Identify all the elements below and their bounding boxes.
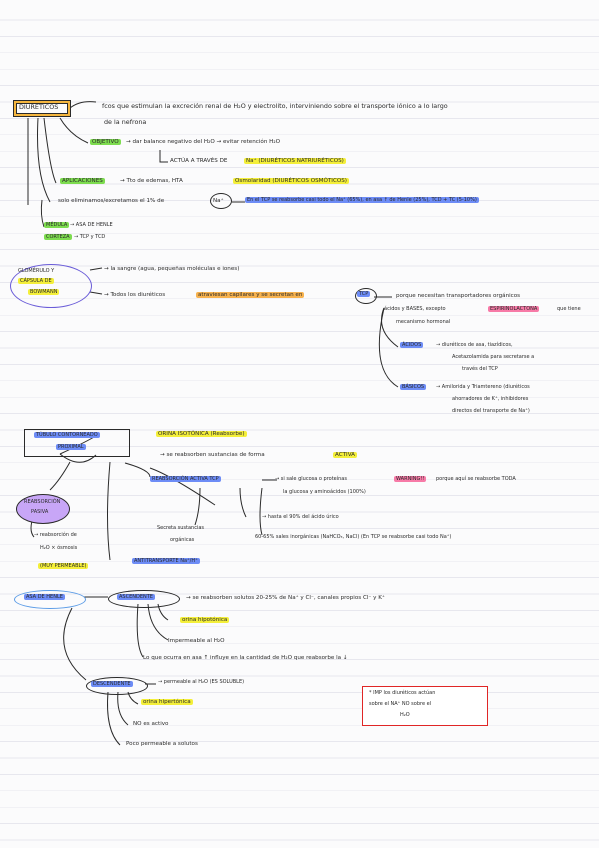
- reabsorcion-pasiva-1: REABSORCIÓN: [24, 499, 61, 505]
- glomerulo-line-1: → la sangre (agua, pequeñas moléculas e …: [104, 266, 240, 272]
- tubulo-title-2: PROXIMAL: [56, 444, 86, 450]
- basicos-label: BÁSICOS: [400, 384, 427, 390]
- reabsorcion-pasiva-oval: [16, 494, 70, 524]
- acidos-text-3: través del TCP: [462, 366, 498, 372]
- tubulo-title-1: TÚBULO CONTORNEADO: [34, 432, 100, 438]
- glomerulo-right-2b: que tiene: [557, 306, 581, 312]
- glomerulo-title-3: BOWMANN: [28, 289, 60, 295]
- secreta-text-2: orgánicas: [170, 537, 195, 543]
- muy-permeable-label: (MUY PERMEABLE): [38, 563, 89, 569]
- glomerulo-right-3: mecanismo hormonal: [396, 319, 451, 325]
- aplicaciones-label: APLICACIONES: [60, 178, 105, 184]
- glomerulo-title-oval: [10, 264, 92, 308]
- glomerulo-line-2: → Todos los diuréticos: [104, 292, 166, 298]
- acido-urico-text: → hasta el 90% del ácido úrico: [262, 514, 339, 520]
- acidos-text-1: → diuréticos de asa, tiazídicos,: [436, 342, 513, 348]
- pasiva-text-2: H₂O × ósmosis: [40, 545, 78, 551]
- glucosa-text-pre: → si sale glucosa o proteínas: [275, 476, 347, 482]
- secreta-text-1: Secreta sustancias: [157, 525, 205, 531]
- diureticos-title-inner: [16, 103, 68, 114]
- sales-text: 60-65% sales inorgánicas (NaHCO₃, NaCl) …: [255, 534, 452, 540]
- antitransporte-label: ANTITRANSPORTE Na⁺/H⁺: [132, 558, 200, 564]
- imp-note-2: sobre el NA⁺ NO sobre el: [369, 701, 432, 707]
- no-activo-text: NO es activo: [133, 721, 169, 727]
- acidos-label: ÁCIDOS: [400, 342, 424, 348]
- glomerulo-right-2a: ácidos y BASES, excepto: [384, 306, 446, 312]
- warning-label: WARNING!!: [394, 476, 427, 482]
- imp-note-box: [362, 686, 488, 726]
- tubulo-title-box: [24, 429, 130, 457]
- glomerulo-title-1: GLOMÉRULO Y: [18, 268, 55, 274]
- na-circle: [210, 193, 232, 209]
- glomerulo-line-2-hl: atraviesan capilares y se secretan en: [196, 292, 305, 298]
- acidos-text-2: Acetazolamida para secretarse a: [452, 354, 535, 360]
- poco-permeable-text: Poco permeable a solutos: [126, 741, 198, 747]
- actua-value: Na⁺ (DIURÉTICOS NATRIURÉTICOS): [244, 158, 346, 164]
- descendente-label: DESCENDENTE: [91, 681, 133, 687]
- orina-hipertonica: orina hipertónica: [141, 699, 193, 705]
- pasiva-text-1: → reabsorción de: [34, 532, 77, 538]
- espironolactona-label: ESPIRINOLACTONA: [488, 306, 540, 312]
- na-label: Na⁺: [213, 198, 224, 204]
- corteza-label: CORTEZA: [44, 234, 72, 240]
- glomerulo-title-2: CÁPSULA DE: [18, 278, 54, 284]
- glomerulo-right-1: porque necesitan transportadores orgánic…: [396, 293, 521, 299]
- diureticos-definition-2: de la nefrona: [104, 118, 147, 126]
- descendente-text: → permeable al H₂O (ES SOLUBLE): [158, 679, 245, 685]
- basicos-text-1: → Amilorida y Triamtereno (diuréticos: [436, 384, 530, 390]
- tubulo-line-1: → se reabsorben sustancias de forma: [160, 452, 265, 458]
- activa-word: ACTIVA: [333, 452, 357, 458]
- orina-isotonica: ORINA ISOTÓNICA (Reabsorbe): [156, 431, 247, 437]
- basicos-text-2: ahorradores de K⁺, inhibidores: [452, 396, 529, 402]
- objetivo-label: OBJETIVO: [90, 139, 121, 145]
- asa-henle-oval: [14, 590, 86, 609]
- ascendente-text: → se reabsorben solutos 20-25% de Na⁺ y …: [186, 595, 385, 601]
- descendente-oval: [86, 677, 148, 695]
- asa-henle-title: ASA DE HENLE: [24, 594, 65, 600]
- objetivo-text: → dar balance negativo del H₂O → evitar …: [126, 139, 280, 145]
- basicos-text-3: directos del transporte de Na⁺): [452, 408, 530, 414]
- medula-label: MÉDULA: [44, 222, 70, 228]
- medula-text: → ASA DE HENLE: [70, 222, 113, 228]
- impermeable-text: Impermeable al H₂O: [168, 638, 225, 644]
- imp-note-1: * IMP los diuréticos actúan: [369, 690, 436, 696]
- reabsorcion-activa-label: REABSORCIÓN ACTIVA TCP: [150, 476, 221, 482]
- solo-text: solo eliminamos/excretamos el 1% de: [58, 198, 165, 204]
- diureticos-definition: fcos que estimulan la excreción renal de…: [102, 102, 448, 110]
- diureticos-title: DIURÉTICOS: [19, 103, 59, 111]
- tcp-reabsorbe-note: En el TCP se reabsorbe casi todo el Na⁺ …: [245, 197, 479, 203]
- ocurra-text: Lo que ocurra en asa ↑ influye en la can…: [143, 655, 348, 661]
- ascendente-label: ASCENDENTE: [117, 594, 155, 600]
- glucosa-text-post: porque aquí se reabsorbe TODA: [436, 476, 516, 482]
- ascendente-oval: [108, 590, 180, 608]
- tcp-label: TCP: [357, 291, 371, 297]
- imp-note-3: H₂O: [400, 712, 410, 718]
- reabsorcion-pasiva-2: PASIVA: [31, 509, 49, 515]
- actua-label: ACTÚA A TRAVÉS DE: [170, 158, 228, 164]
- osmolaridad-value: Osmolaridad (DIURÉTICOS OSMÓTICOS): [233, 178, 349, 184]
- orina-hipotonica: orina hipotónica: [180, 617, 230, 623]
- tcp-circle: [355, 288, 377, 304]
- glucosa-text-2: la glucosa y aminoácidos (100%): [283, 489, 366, 495]
- aplicaciones-text: → Tto de edemas, HTA: [120, 178, 183, 184]
- corteza-text: → TCP y TCD: [74, 234, 106, 240]
